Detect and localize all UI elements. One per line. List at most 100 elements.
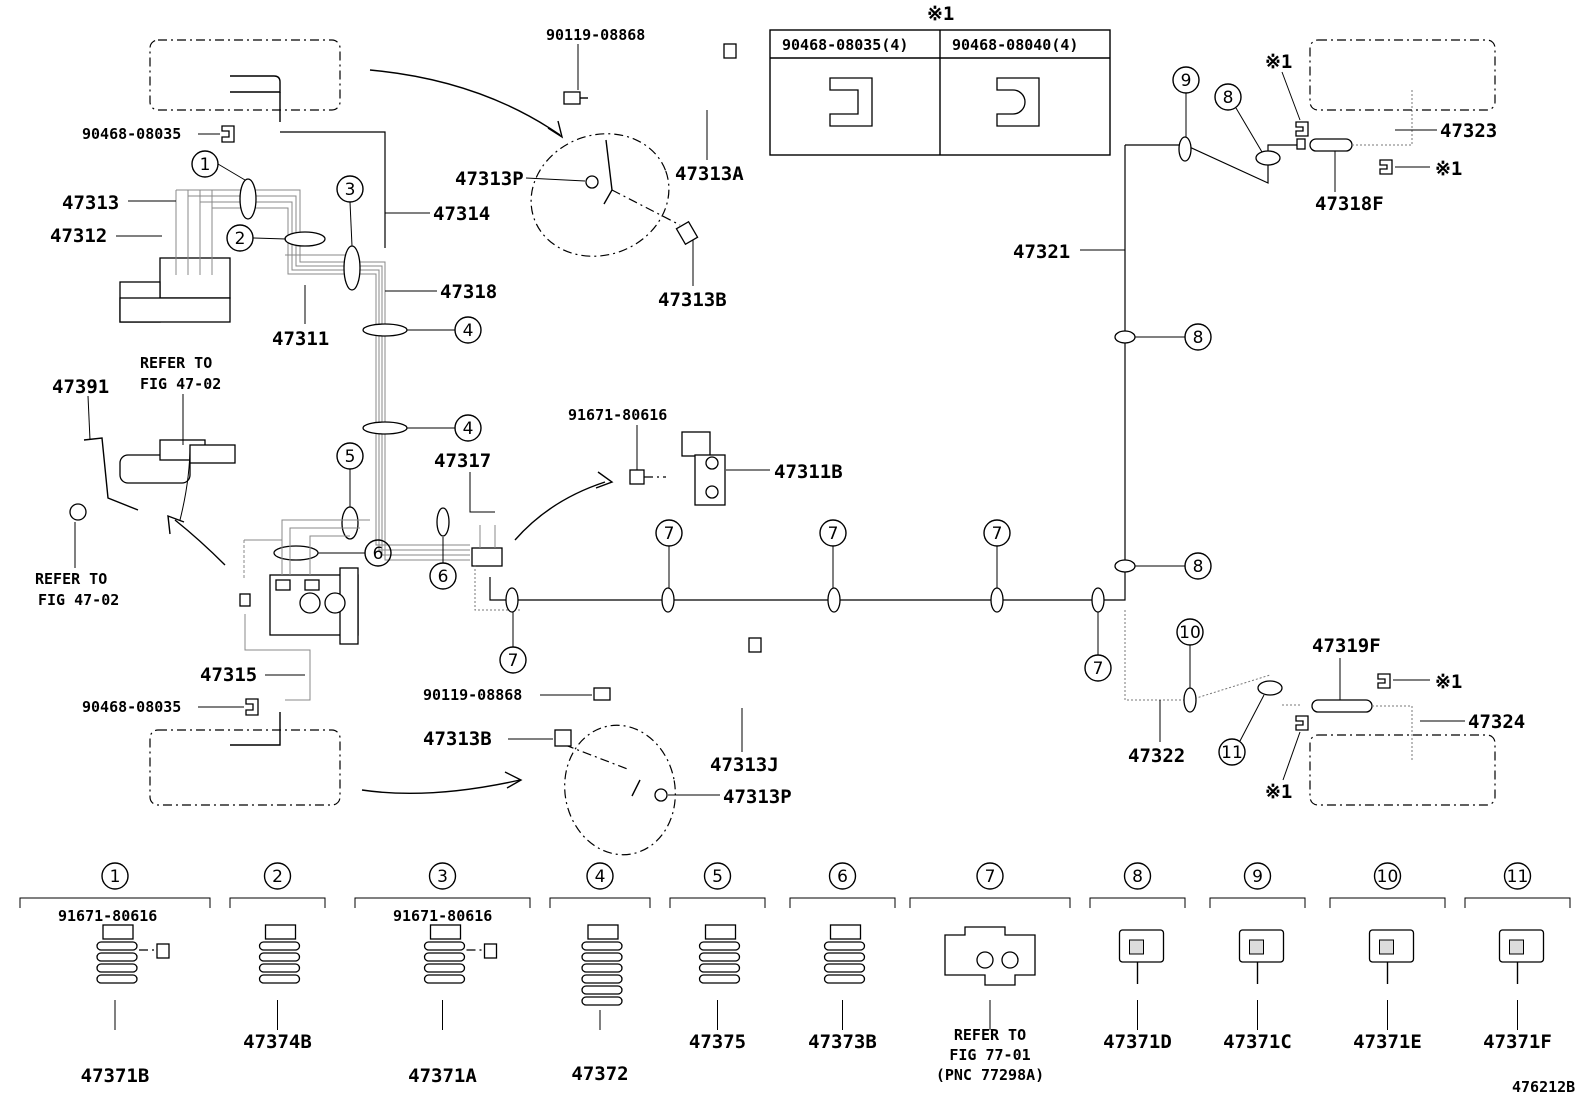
legend-num-3: 3 — [437, 867, 448, 887]
clamp-part-icon-2 — [258, 924, 301, 984]
circled-7c: 7 — [828, 524, 839, 544]
clip-icon-r2 — [1379, 159, 1393, 175]
abs-actuator-block — [119, 190, 231, 323]
clamp-9a — [1178, 136, 1192, 162]
circled-4a: 4 — [463, 321, 474, 341]
callout-91671-mid: 91671-80616 — [568, 406, 667, 424]
callout-47313J: 47313J — [710, 754, 779, 776]
callout-90119-top: 90119-08868 — [546, 26, 645, 44]
circled-4b: 4 — [463, 419, 474, 439]
clamp-7e — [1091, 587, 1105, 613]
clamp-part-icon-8 — [1118, 929, 1165, 984]
bolt-icon — [675, 220, 699, 246]
note1-d: ※1 — [1265, 781, 1292, 803]
clamp-3 — [343, 245, 361, 291]
refer-to-a: REFER TO — [140, 354, 212, 372]
callout-47314: 47314 — [433, 203, 490, 225]
clamp-part-icon-6 — [823, 924, 866, 984]
callout-47313A: 47313A — [675, 163, 744, 185]
clip-icon-r4 — [1295, 715, 1309, 731]
circled-10: 10 — [1179, 623, 1201, 643]
hose-fitting-icon — [723, 43, 737, 59]
bracket-47311B-icon — [681, 431, 726, 506]
clamp-8a — [1114, 330, 1136, 344]
clip-08035-icon — [829, 77, 873, 127]
legend-part-11: 47371F — [1483, 1031, 1552, 1053]
bolt-icon-bot — [554, 729, 572, 747]
callout-47318: 47318 — [440, 281, 497, 303]
legend-part2-7: FIG 77-01 — [949, 1046, 1030, 1064]
clamp-part-icon-4 — [581, 924, 623, 1006]
junction-block — [269, 567, 359, 645]
legend-part-7: REFER TO — [954, 1026, 1026, 1044]
legend-num-8: 8 — [1132, 867, 1143, 887]
clip-table-col1: 90468-08035(4) — [782, 36, 908, 54]
legend-part-4: 47372 — [571, 1063, 628, 1085]
clamp-6b — [436, 507, 450, 537]
circled-8b: 8 — [1193, 557, 1204, 577]
circled-11: 11 — [1221, 743, 1243, 763]
clamp-part-icon-7 — [944, 926, 1036, 986]
front-left-wheel-area — [149, 39, 341, 111]
clamp-8b — [1114, 559, 1136, 573]
front-hose-assembly-top: 90119-08868 — [530, 26, 737, 257]
callout-47313B-top: 47313B — [658, 289, 727, 311]
circled-7e: 7 — [1093, 659, 1104, 679]
legend-part-5: 47375 — [689, 1031, 746, 1053]
legend-num-7: 7 — [985, 867, 996, 887]
circled-6b: 6 — [438, 567, 449, 587]
clamp-7d — [990, 587, 1004, 613]
front-hose-assembly-bottom: 90119-08868 — [423, 637, 762, 856]
callout-90468-top: 90468-08035 — [82, 125, 181, 143]
circled-5: 5 — [345, 447, 356, 467]
legend-part-1: 47371B — [81, 1065, 150, 1087]
circled-2: 2 — [235, 229, 246, 249]
refer-to-b: REFER TO — [35, 570, 107, 588]
clamp-10 — [1183, 687, 1197, 713]
circled-7d: 7 — [992, 524, 1003, 544]
note1-a: ※1 — [1265, 51, 1292, 73]
clamp-6 — [273, 545, 319, 561]
callout-47311: 47311 — [272, 328, 329, 350]
note1-c: ※1 — [1435, 671, 1462, 693]
clamp-part-icon-5 — [698, 924, 741, 984]
callout-47318F: 47318F — [1315, 193, 1384, 215]
callout-47313: 47313 — [62, 192, 119, 214]
callout-47323: 47323 — [1440, 120, 1497, 142]
clip-table: ※1 90468-08035(4) 90468-08040(4) — [769, 3, 1111, 156]
clamp-2 — [284, 231, 326, 247]
rear-left-wheel-area — [149, 729, 341, 806]
clip-icon — [221, 125, 235, 143]
clamp-5 — [341, 506, 359, 540]
callout-47313B-bot: 47313B — [423, 728, 492, 750]
circled-6a: 6 — [373, 544, 384, 564]
rear-brake-line — [489, 145, 1126, 601]
pipe-bundle-upper — [176, 131, 470, 561]
legend-part3-7: (PNC 77298A) — [936, 1066, 1044, 1084]
callout-47322: 47322 — [1128, 745, 1185, 767]
arrow-mid — [514, 481, 606, 541]
clamp-legend: 191671-8061647371B247374B391671-80616473… — [19, 862, 1571, 1087]
connector-icon — [471, 547, 503, 567]
master-cylinder-assembly — [69, 437, 236, 521]
callout-47313P-top: 47313P — [455, 168, 524, 190]
legend-num-1: 1 — [110, 867, 121, 887]
clamp-7a — [505, 587, 519, 613]
legend-num-6: 6 — [837, 867, 848, 887]
clamp-part-icon-11 — [1498, 929, 1545, 984]
circled-8c: 8 — [1223, 88, 1234, 108]
legend-num-4: 4 — [595, 867, 606, 887]
legend-part-3: 47371A — [408, 1065, 477, 1087]
legend-num-5: 5 — [712, 867, 723, 887]
callout-47311B: 47311B — [774, 461, 843, 483]
fig-47-02-b: FIG 47-02 — [38, 591, 119, 609]
legend-num-10: 10 — [1377, 867, 1399, 887]
clamp-part-icon-10 — [1368, 929, 1415, 984]
